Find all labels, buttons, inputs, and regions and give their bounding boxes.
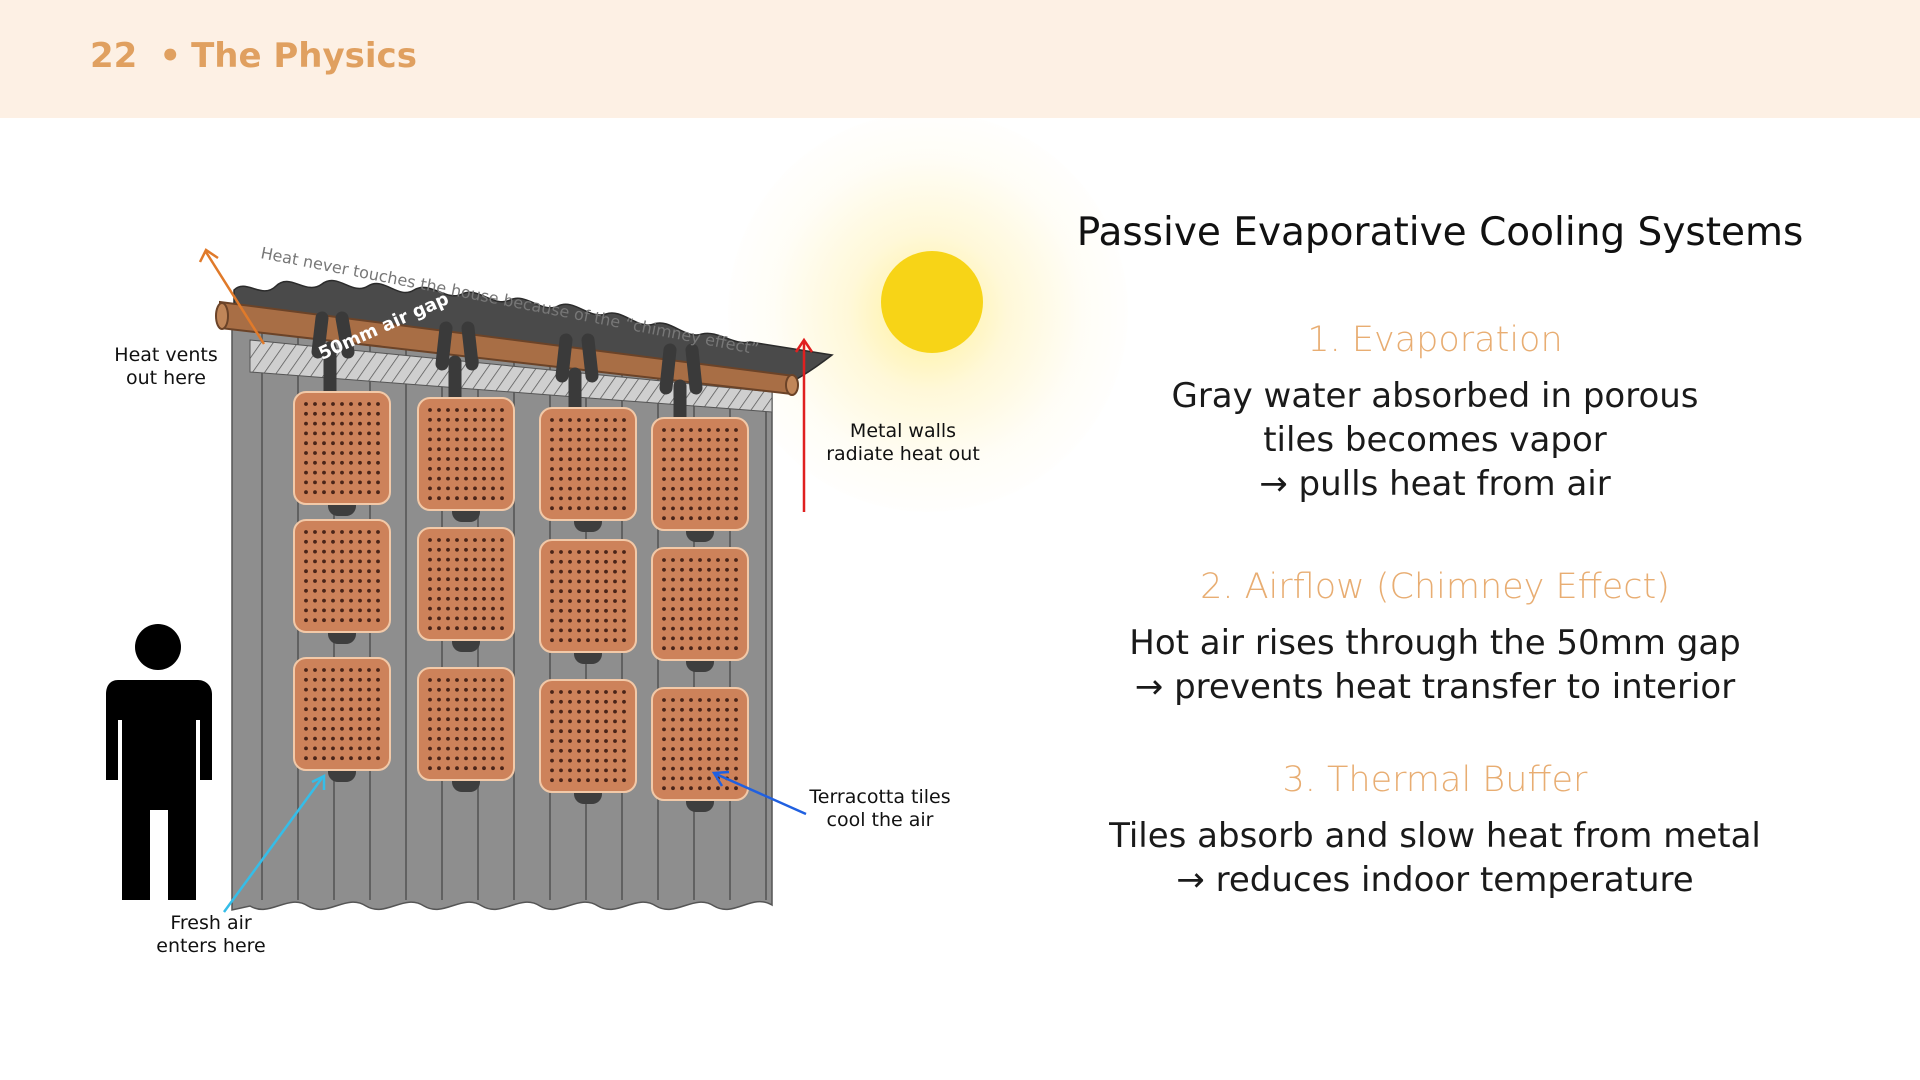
fresh-air-line1: Fresh air bbox=[170, 912, 252, 934]
metal-walls-line2: radiate heat out bbox=[826, 443, 980, 465]
terracotta-tile bbox=[417, 397, 515, 511]
sun bbox=[881, 251, 983, 353]
terracotta-tile bbox=[651, 687, 749, 801]
beam-end-right bbox=[785, 374, 799, 396]
tile-cooling-arrow bbox=[711, 770, 807, 816]
metal-walls-label: Metal walls radiate heat out bbox=[808, 420, 998, 466]
heat-vent-arrow bbox=[198, 248, 266, 345]
cooling-illustration: Heat never touches the house because of … bbox=[106, 243, 983, 913]
section-evaporation-line: Gray water absorbed in porous bbox=[1171, 376, 1699, 416]
section-thermal-line: Tiles absorb and slow heat from metal bbox=[1109, 816, 1761, 856]
section-evaporation-line: tiles becomes vapor bbox=[1263, 420, 1607, 460]
slide-number: 22 bbox=[90, 36, 138, 76]
fresh-air-arrow bbox=[222, 773, 326, 913]
terracotta-tile bbox=[651, 547, 749, 661]
fresh-air-label: Fresh air enters here bbox=[136, 912, 286, 958]
terracotta-tiles bbox=[293, 391, 749, 801]
slide-title: The Physics bbox=[191, 36, 417, 76]
slide-heading: 22 •The Physics bbox=[90, 36, 417, 76]
panel-title: Passive Evaporative Cooling Systems bbox=[1076, 210, 1804, 255]
person-silhouette bbox=[106, 624, 212, 900]
heat-vents-line2: out here bbox=[126, 367, 206, 389]
heat-vents-line1: Heat vents bbox=[114, 344, 218, 366]
terracotta-tile bbox=[417, 527, 515, 641]
metal-walls-line1: Metal walls bbox=[849, 420, 957, 442]
terracotta-tile bbox=[539, 679, 637, 793]
heading-separator: • bbox=[159, 36, 182, 76]
terracotta-tile bbox=[293, 391, 391, 505]
terracotta-line2: cool the air bbox=[826, 809, 934, 831]
beam-end-left bbox=[215, 302, 229, 330]
section-airflow-body: Hot air rises through the 50mm gap → pre… bbox=[1000, 621, 1870, 709]
heat-vents-label: Heat vents out here bbox=[96, 344, 236, 390]
section-airflow-line: → prevents heat transfer to interior bbox=[1134, 667, 1736, 707]
section-airflow-heading: 2. Airflow (Chimney Effect) bbox=[1200, 567, 1670, 607]
section-thermal-body: Tiles absorb and slow heat from metal → … bbox=[1000, 814, 1870, 902]
terracotta-tile bbox=[539, 539, 637, 653]
section-thermal-line: → reduces indoor temperature bbox=[1176, 860, 1694, 900]
section-evaporation-line: → pulls heat from air bbox=[1259, 464, 1611, 504]
section-evaporation-heading: 1. Evaporation bbox=[1307, 320, 1563, 360]
section-airflow-line: Hot air rises through the 50mm gap bbox=[1129, 623, 1741, 663]
fresh-air-line2: enters here bbox=[156, 935, 266, 957]
terracotta-tile bbox=[293, 519, 391, 633]
section-evaporation-body: Gray water absorbed in porous tiles beco… bbox=[1000, 374, 1870, 506]
terracotta-label: Terracotta tiles cool the air bbox=[790, 786, 970, 832]
section-thermal-heading: 3. Thermal Buffer bbox=[1282, 760, 1588, 800]
terracotta-line1: Terracotta tiles bbox=[809, 786, 951, 808]
heat-rise-arrow bbox=[794, 337, 814, 512]
header-bar: 22 •The Physics bbox=[0, 0, 1920, 118]
terracotta-tile bbox=[417, 667, 515, 781]
terracotta-tile bbox=[293, 657, 391, 771]
terracotta-tile bbox=[651, 417, 749, 531]
terracotta-tile bbox=[539, 407, 637, 521]
